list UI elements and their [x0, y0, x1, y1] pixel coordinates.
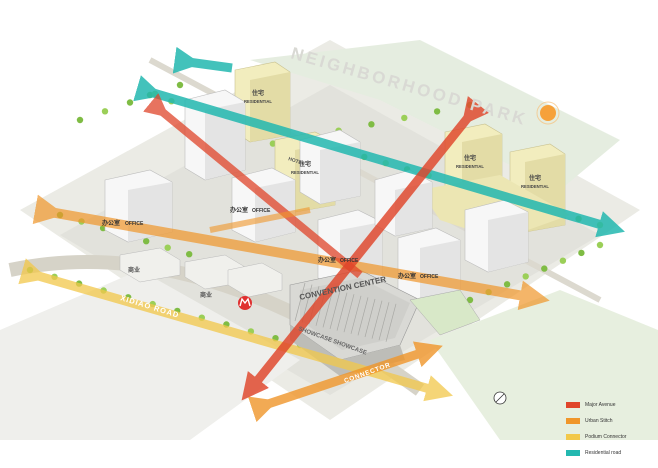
office-en-2: OFFICE	[252, 208, 271, 214]
sun-icon	[536, 101, 560, 125]
office-cn-3: 办公室	[318, 256, 336, 264]
legend-label: Podium Connector	[585, 434, 627, 440]
office-cn-2: 办公室	[230, 206, 248, 214]
legend-item-major-avenue: Major Avenue	[566, 398, 654, 412]
tree	[559, 257, 567, 264]
legend-label: Residential road	[585, 450, 622, 456]
res-cn-4: 住宅	[529, 174, 541, 182]
tree	[522, 273, 529, 280]
res-cn-3: 住宅	[464, 154, 476, 162]
office-cn-4: 办公室	[398, 272, 416, 280]
legend-swatch	[566, 418, 580, 424]
major-avenue-arrow-1	[241, 96, 489, 401]
tree	[433, 108, 441, 115]
res-en-4: RESIDENTIAL	[521, 184, 549, 189]
res-en-3: RESIDENTIAL	[456, 164, 484, 169]
tree	[503, 281, 511, 288]
legend: Major Avenue Urban Stitch Podium Connect…	[566, 398, 654, 462]
metro-icon	[238, 296, 252, 310]
res-en-2: RESIDENTIAL	[291, 170, 319, 175]
office-tower-5	[397, 227, 461, 303]
office-tower-7	[464, 199, 529, 273]
office-en-3: OFFICE	[340, 258, 359, 264]
legend-swatch	[566, 434, 580, 440]
legend-swatch	[566, 450, 580, 456]
hotel-label: HOTEL	[287, 156, 305, 167]
tree	[401, 114, 408, 122]
tree	[126, 99, 134, 106]
tree	[143, 238, 150, 245]
legend-item-residential-road: Residential road	[566, 446, 654, 460]
office-en-4: OFFICE	[420, 274, 439, 280]
shop-label-1: 商业	[128, 266, 140, 274]
office-en-1: OFFICE	[125, 221, 144, 227]
office-cn-1: 办公室	[102, 219, 120, 227]
tree	[164, 244, 171, 251]
legend-label: Major Avenue	[585, 402, 616, 408]
res-cn-1: 住宅	[252, 89, 264, 97]
tree	[26, 266, 34, 274]
shop-label-2: 商业	[200, 291, 212, 299]
tree	[541, 265, 548, 272]
legend-item-podium-connector: Podium Connector	[566, 430, 654, 444]
legend-swatch	[566, 402, 580, 408]
res-en-1: RESIDENTIAL	[244, 99, 272, 104]
tree	[101, 108, 109, 115]
res-cn-2: 住宅	[299, 160, 311, 168]
legend-label: Urban Stitch	[585, 418, 613, 424]
compass-icon	[493, 391, 507, 405]
tree	[578, 249, 585, 257]
tree	[596, 241, 604, 249]
residential-labels: 住宅 RESIDENTIAL 住宅 RESIDENTIAL 住宅 RESIDEN…	[244, 89, 549, 189]
tree	[368, 121, 375, 128]
circulation-arrows	[18, 46, 625, 423]
major-avenue-arrow-2	[143, 93, 363, 279]
office-labels: 办公室 OFFICE 办公室 OFFICE 办公室 OFFICE 办公室 OFF…	[102, 206, 439, 280]
legend-item-urban-stitch: Urban Stitch	[566, 414, 654, 428]
tree	[186, 251, 193, 258]
residential-road-arrow-west	[172, 46, 233, 74]
urban-stitch-spur	[209, 207, 311, 233]
tree	[76, 116, 84, 124]
tree	[176, 81, 184, 89]
